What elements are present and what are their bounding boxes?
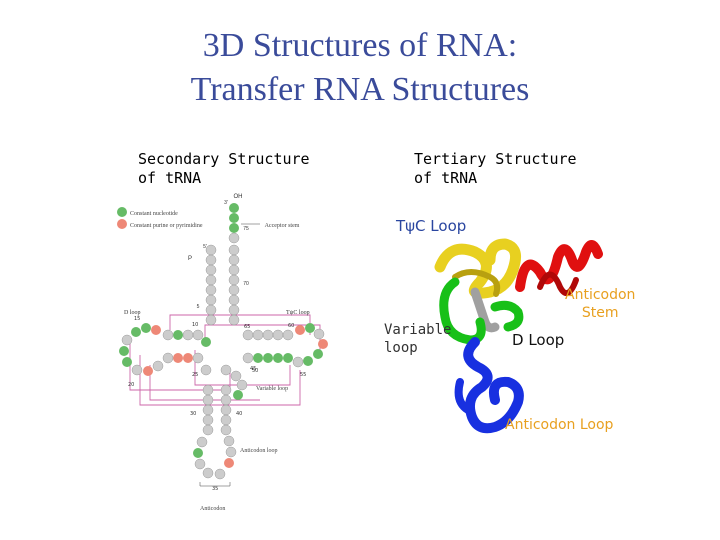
label-n60: 60 [288, 323, 294, 329]
label-variable-loop-tertiary: Variable loop [384, 321, 451, 357]
ribbon-green [439, 277, 524, 345]
label-n40: 40 [236, 411, 242, 417]
tertiary-heading-line-2: of tRNA [414, 169, 478, 187]
d-loop-nts [119, 323, 164, 376]
label-anticodon: Anticodon [200, 506, 225, 512]
anticodon-stem-line-1: Anticodon [565, 287, 636, 303]
anticodon-loop-nts [193, 435, 237, 480]
d-stem [162, 329, 204, 364]
tertiary-structure-heading: Tertiary Structure of tRNA [414, 150, 577, 188]
label-n65: 65 [244, 324, 250, 330]
label-n55: 55 [300, 372, 306, 378]
secondary-heading-line-1: Secondary Structure [138, 150, 310, 168]
label-n10: 10 [192, 322, 198, 328]
tpsic-arm: TψC loop 65 60 55 50 [242, 310, 328, 378]
label-acceptor-stem: Acceptor stem [265, 223, 300, 229]
label-anticodon-loop: Anticodon loop [240, 448, 278, 454]
label-n25: 25 [192, 372, 198, 378]
tertiary-interaction-lines [129, 314, 321, 406]
variable-loop-line-1: Variable [384, 322, 452, 338]
legend-swatch-constant [117, 207, 127, 217]
legend-swatch-purine [117, 219, 127, 229]
secondary-structure-heading: Secondary Structure of tRNA [138, 150, 310, 188]
label-five-prime: 5' [203, 244, 207, 250]
label-tpsic-loop: TψC loop [286, 310, 310, 316]
nt-c74 [229, 223, 239, 233]
variable-loop-line-2: loop [384, 340, 418, 356]
variable-loop: Variable loop [220, 364, 288, 400]
slide-title-line-2: Transfer RNA Structures [190, 71, 530, 108]
legend-label-constant: Constant nucleotide [130, 211, 178, 217]
nt-26 [200, 364, 212, 376]
label-n45: 45 [250, 366, 256, 372]
label-n5: 5 [197, 304, 200, 310]
label-n35: 35 [212, 486, 218, 492]
ribbon-blue [463, 337, 524, 434]
anticodon-stem [202, 384, 232, 436]
nt-8 [201, 337, 211, 347]
ribbon-red-acceptor [515, 240, 603, 292]
label-variable-loop: Variable loop [256, 386, 288, 392]
nt-c75 [229, 213, 239, 223]
ribbon-yellow [434, 238, 521, 299]
label-n75: 75 [243, 226, 249, 232]
nt-a73 [228, 232, 240, 244]
label-n50: 50 [252, 368, 258, 374]
anticodon-stem-line-2: Stem [581, 305, 619, 321]
label-oh: OH [234, 194, 243, 200]
slide-title-line-1: 3D Structures of RNA: [202, 27, 518, 64]
label-d-loop-tertiary: D Loop [512, 331, 565, 349]
ribbon-gray [470, 287, 500, 333]
label-tpsic-loop-tertiary: TψC Loop [396, 217, 467, 235]
anticodon-arm: 30 40 45 35 Anticodon loop Anticodon [190, 366, 278, 512]
trna-tertiary-ribbon [434, 238, 603, 434]
label-n15: 15 [134, 316, 140, 322]
t-loop-nts [292, 323, 328, 368]
nt-a76 [229, 203, 239, 213]
label-n30: 30 [190, 411, 196, 417]
label-anticodon-stem-tertiary: Anticodon Stem [565, 286, 635, 322]
label-n70: 70 [243, 281, 249, 287]
label-d-loop: D loop [124, 310, 141, 316]
acceptor-stem: OH 3' 5' 75 70 P 5 Acceptor stem [188, 194, 300, 326]
tertiary-heading-line-1: Tertiary Structure [414, 150, 577, 168]
label-p: P [188, 256, 192, 262]
secondary-heading-line-2: of tRNA [138, 169, 202, 187]
label-anticodon-loop-tertiary: Anticodon Loop [505, 417, 614, 433]
label-three-prime: 3' [224, 200, 228, 206]
legend-label-purine: Constant purine or pyrimidine [130, 223, 203, 229]
legend: Constant nucleotide Constant purine or p… [117, 207, 203, 229]
t-stem [242, 329, 294, 364]
d-arm: D loop 15 10 20 25 [119, 310, 212, 388]
trna-cloverleaf-diagram: Constant nucleotide Constant purine or p… [117, 194, 328, 512]
acceptor-pairs [205, 244, 240, 326]
label-n20: 20 [128, 382, 134, 388]
